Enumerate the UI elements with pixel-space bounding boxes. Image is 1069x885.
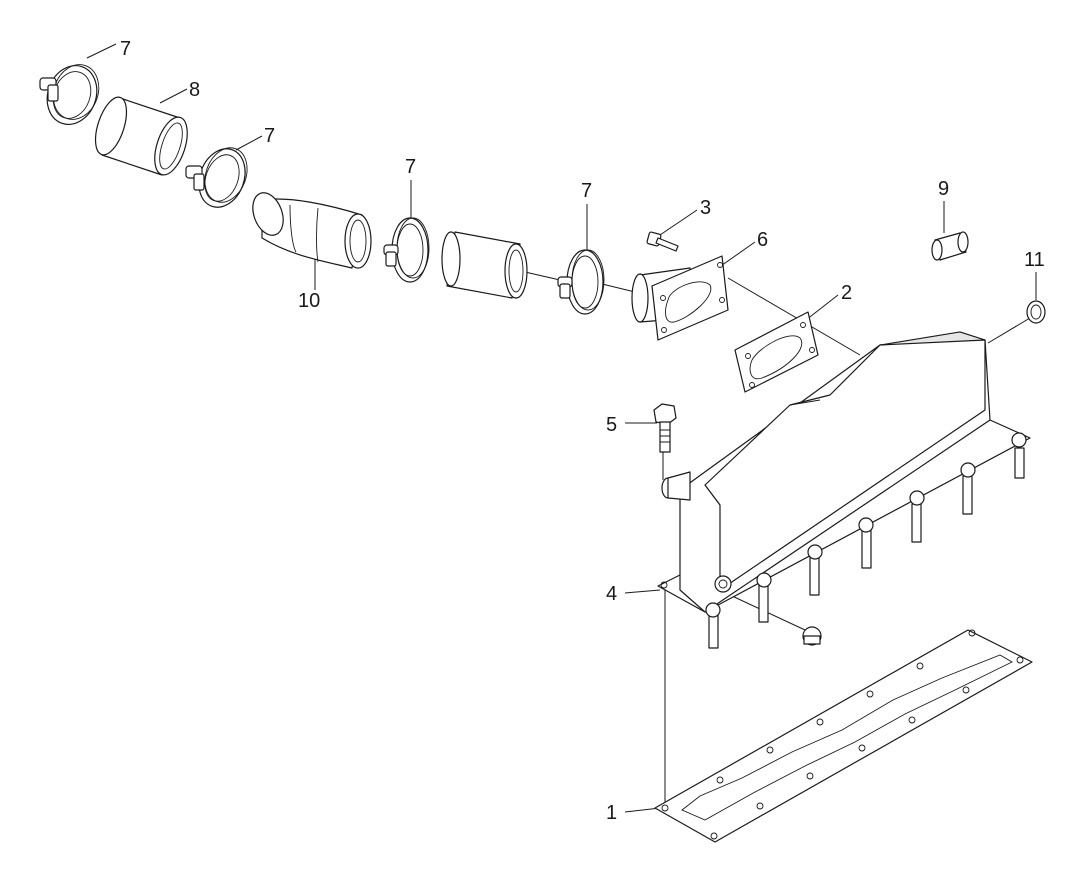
callout-10: 10 — [298, 290, 320, 312]
callout-6: 6 — [757, 229, 768, 251]
sleeve-9 — [931, 231, 969, 261]
callout-7-c: 7 — [405, 156, 416, 178]
exhaust-manifold-4 — [657, 331, 1031, 649]
bolt-3 — [646, 231, 679, 252]
gasket-2 — [734, 311, 819, 393]
callout-labels: 7 8 7 7 7 3 6 2 9 11 10 5 4 1 — [120, 38, 1045, 824]
manifold-studs — [705, 432, 1027, 649]
hose-clamp-7-d — [557, 249, 605, 315]
leader-lines — [86, 43, 1037, 813]
hose-clamp-7-c — [383, 217, 430, 283]
outlet-flange-6 — [631, 255, 729, 341]
callout-2: 2 — [841, 282, 852, 304]
callout-8: 8 — [189, 79, 200, 101]
sleeve-8 — [94, 96, 188, 176]
sleeve-middle — [441, 231, 528, 299]
callout-11: 11 — [1024, 249, 1045, 271]
hose-clamp-7-b — [185, 147, 248, 208]
callout-5: 5 — [606, 414, 617, 436]
hose-clamp-7-a — [39, 64, 100, 125]
callout-7-d: 7 — [581, 180, 592, 202]
plug-11 — [1026, 300, 1046, 324]
drain-plug — [802, 626, 822, 646]
callout-7-a: 7 — [120, 38, 131, 60]
elbow-10 — [252, 192, 372, 269]
manifold-gasket-1 — [654, 629, 1033, 843]
callout-4: 4 — [606, 583, 617, 605]
callout-9: 9 — [938, 178, 949, 200]
callout-3: 3 — [700, 197, 711, 219]
bolt-5 — [653, 403, 677, 453]
callout-1: 1 — [606, 802, 617, 824]
callout-7-b: 7 — [264, 125, 275, 147]
